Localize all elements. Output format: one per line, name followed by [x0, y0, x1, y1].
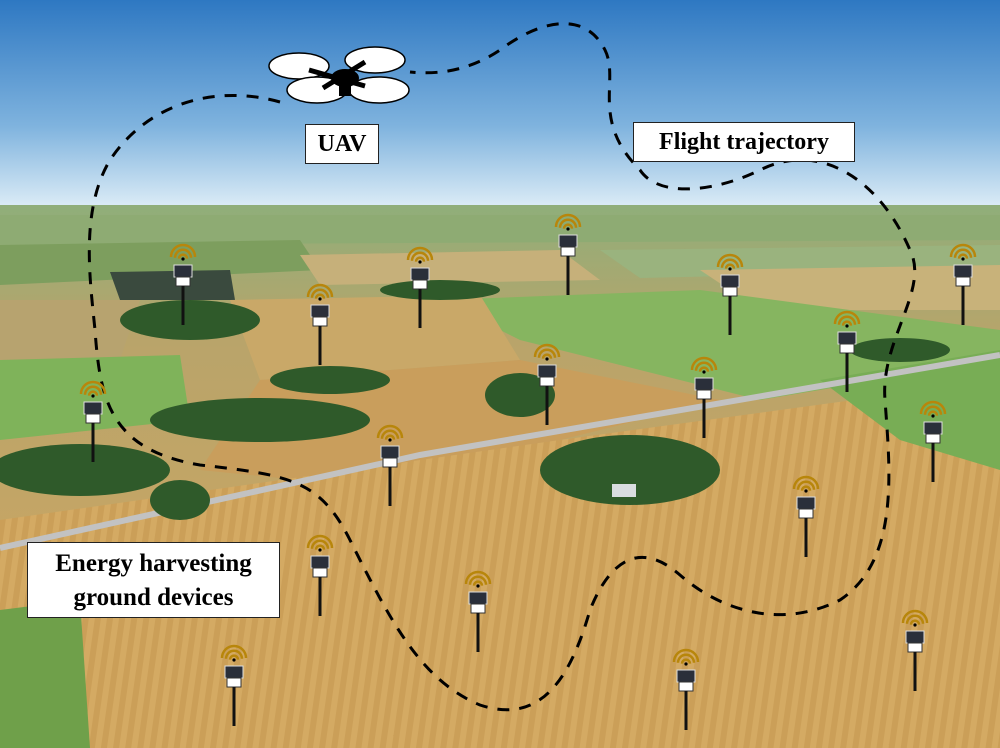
- wifi-signal-icon: [680, 658, 692, 664]
- wifi-signal-icon: [472, 580, 484, 586]
- solar-sensor-device-icon: [554, 213, 582, 295]
- solar-sensor-device-icon: [792, 475, 820, 557]
- wifi-signal-icon: [957, 253, 969, 259]
- solar-sensor-device-icon: [919, 400, 947, 482]
- wifi-signal-icon: [87, 390, 99, 396]
- solar-sensor-device-icon: [690, 356, 718, 438]
- wifi-signal-icon: [724, 263, 736, 269]
- wifi-signal-icon: [173, 248, 193, 258]
- wifi-signal-icon: [672, 648, 700, 663]
- wifi-signal-icon: [314, 544, 326, 550]
- wifi-signal-icon: [841, 320, 853, 326]
- wifi-signal-icon: [558, 218, 578, 228]
- solar-sensor-device-icon: [406, 246, 434, 328]
- wifi-signal-icon: [953, 248, 973, 258]
- solar-sensor-device-icon: [672, 648, 700, 730]
- wifi-signal-icon: [554, 213, 582, 228]
- solar-sensor-device-icon: [306, 534, 334, 616]
- wifi-signal-icon: [694, 361, 714, 371]
- wifi-signal-icon: [376, 424, 404, 439]
- wifi-signal-icon: [414, 256, 426, 262]
- wifi-signal-icon: [464, 570, 492, 585]
- wifi-signal-icon: [800, 485, 812, 491]
- wifi-signal-icon: [796, 480, 816, 490]
- wifi-signal-icon: [310, 539, 330, 549]
- wifi-signal-icon: [909, 619, 921, 625]
- flight-trajectory-label: Flight trajectory: [633, 122, 855, 162]
- wifi-signal-icon: [384, 434, 396, 440]
- wifi-signal-icon: [923, 405, 943, 415]
- wifi-signal-icon: [690, 356, 718, 371]
- solar-sensor-device-icon: [376, 424, 404, 506]
- wifi-signal-icon: [310, 288, 330, 298]
- highway: [0, 352, 1000, 551]
- solar-sensor-device-icon: [464, 570, 492, 652]
- wifi-signal-icon: [833, 310, 861, 325]
- wifi-signal-icon: [406, 246, 434, 261]
- solar-sensor-device-icon: [169, 243, 197, 325]
- tree-clusters: [0, 280, 950, 520]
- ground-devices-label: Energy harvesting ground devices: [27, 542, 280, 618]
- wifi-signal-icon: [720, 258, 740, 268]
- wifi-signal-icon: [380, 429, 400, 439]
- wifi-signal-icon: [468, 575, 488, 585]
- wifi-signal-icon: [537, 348, 557, 358]
- wifi-signal-icon: [177, 253, 189, 259]
- wifi-signal-icon: [698, 366, 710, 372]
- wifi-signal-icon: [919, 400, 947, 415]
- solar-sensor-device-icon: [79, 380, 107, 462]
- wifi-signal-icon: [228, 654, 240, 660]
- distant-fields: [0, 215, 1000, 440]
- wifi-signal-icon: [410, 251, 430, 261]
- wifi-signal-icon: [220, 644, 248, 659]
- wifi-signal-icon: [905, 614, 925, 624]
- farmhouse: [612, 484, 636, 497]
- flight-trajectory: [87, 22, 917, 712]
- solar-sensor-device-icon: [833, 310, 861, 392]
- wifi-signal-icon: [562, 223, 574, 229]
- wifi-signal-icon: [901, 609, 929, 624]
- wifi-signal-icon: [927, 410, 939, 416]
- wifi-signal-icon: [306, 283, 334, 298]
- solar-sensor-device-icon: [949, 243, 977, 325]
- wifi-signal-icon: [541, 353, 553, 359]
- wifi-signal-icon: [949, 243, 977, 258]
- wifi-signal-icon: [676, 653, 696, 663]
- solar-sensor-device-icon: [306, 283, 334, 365]
- ground-devices: [79, 213, 977, 730]
- wifi-signal-icon: [533, 343, 561, 358]
- wifi-signal-icon: [314, 293, 326, 299]
- solar-sensor-device-icon: [901, 609, 929, 691]
- wifi-signal-icon: [224, 649, 244, 659]
- wifi-signal-icon: [306, 534, 334, 549]
- wifi-signal-icon: [83, 385, 103, 395]
- wifi-signal-icon: [837, 315, 857, 325]
- solar-sensor-device-icon: [716, 253, 744, 335]
- quadcopter-drone-icon: [268, 46, 410, 104]
- ground-devices-label-line2: ground devices: [73, 584, 234, 611]
- solar-sensor-device-icon: [533, 343, 561, 425]
- sky: [0, 0, 1000, 210]
- wifi-signal-icon: [716, 253, 744, 268]
- wifi-signal-icon: [169, 243, 197, 258]
- ground-devices-label-line1: Energy harvesting: [55, 550, 252, 577]
- wifi-signal-icon: [792, 475, 820, 490]
- near-fields: [0, 350, 1000, 748]
- uav-label: UAV: [305, 124, 379, 164]
- solar-sensor-device-icon: [220, 644, 248, 726]
- wifi-signal-icon: [79, 380, 107, 395]
